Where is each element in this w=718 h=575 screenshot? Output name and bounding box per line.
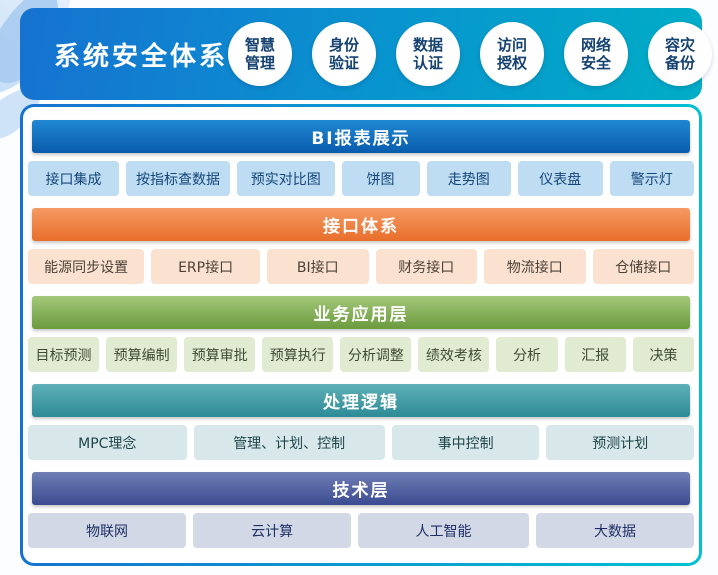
layer-item: 饼图 [341, 161, 420, 196]
badge-circle-2: 数据认证 [396, 22, 461, 86]
badge-circle-1: 身份验证 [312, 22, 377, 86]
layer-item: 物联网 [28, 513, 187, 548]
section-title: 业务应用层 [313, 305, 409, 325]
section-item-row: 接口集成按指标查数据预实对比图饼图走势图仪表盘警示灯 [28, 161, 695, 196]
header-banner: 系统安全体系 智慧管理身份验证数据认证访问授权网络安全容灾备份 [20, 8, 713, 100]
layer-item: 走势图 [426, 161, 512, 196]
section-item-row: MPC理念管理、计划、控制事中控制预测计划 [28, 425, 694, 460]
badge-circle-3: 访问授权 [480, 22, 545, 86]
content-card-border: BI报表展示接口集成按指标查数据预实对比图饼图走势图仪表盘警示灯接口体系能源同步… [20, 104, 702, 566]
layer-item: 大数据 [535, 513, 695, 548]
badge-circle-5: 容灾备份 [648, 22, 713, 86]
layer-item: 决策 [632, 337, 695, 372]
section-item-row: 目标预测预算编制预算审批预算执行分析调整绩效考核分析汇报决策 [28, 337, 695, 372]
section-title: 处理逻辑 [323, 393, 399, 413]
layer-item: 云计算 [193, 513, 352, 548]
layer-section-4: 技术层物联网云计算人工智能大数据 [28, 472, 695, 548]
section-header-bar: BI报表展示 [32, 120, 690, 153]
layer-item: 预测计划 [546, 425, 694, 460]
layer-section-3: 处理逻辑 MPC理念管理、计划、控制事中控制预测计划 [28, 384, 694, 460]
section-title: 接口体系 [323, 217, 399, 237]
layer-item: ERP接口 [151, 249, 260, 284]
layer-item: 警示灯 [609, 161, 695, 196]
badge-line2: 管理 [245, 54, 276, 72]
layer-item: 汇报 [564, 337, 626, 372]
layer-item: 接口集成 [28, 161, 119, 196]
layer-item: 目标预测 [28, 337, 100, 372]
page-title: 系统安全体系 [54, 41, 229, 72]
badge-line1: 智慧 [245, 36, 276, 54]
layer-item: 分析调整 [340, 337, 412, 372]
badge-circle-4: 网络安全 [564, 22, 629, 86]
badge-line2: 安全 [581, 54, 612, 72]
layer-item: 按指标查数据 [126, 161, 231, 196]
layer-item: 人工智能 [358, 513, 529, 548]
layer-item: 预算执行 [262, 337, 334, 372]
section-header-bar: 技术层 [32, 472, 690, 505]
layer-item: MPC理念 [28, 425, 187, 460]
badge-line2: 认证 [413, 54, 444, 72]
section-title: BI报表展示 [311, 129, 411, 149]
badge-line2: 验证 [329, 54, 360, 72]
section-item-row: 物联网云计算人工智能大数据 [28, 513, 695, 548]
badge-line2: 授权 [497, 54, 528, 72]
section-header-bar: 处理逻辑 [32, 384, 690, 417]
badge-line1: 网络 [581, 36, 612, 54]
badge-line2: 备份 [665, 54, 696, 72]
badge-line1: 访问 [497, 36, 528, 54]
badge-line1: 数据 [413, 36, 444, 54]
layer-item: 管理、计划、控制 [193, 425, 385, 460]
badge-line1: 身份 [329, 36, 360, 54]
layer-item: BI接口 [267, 249, 369, 284]
content-card: BI报表展示接口集成按指标查数据预实对比图饼图走势图仪表盘警示灯接口体系能源同步… [23, 107, 699, 563]
layer-item: 财务接口 [375, 249, 477, 284]
layer-item: 预实对比图 [237, 161, 335, 196]
badge-group: 智慧管理身份验证数据认证访问授权网络安全容灾备份 [228, 22, 713, 86]
section-header-bar: 接口体系 [32, 208, 690, 241]
layer-item: 预算编制 [106, 337, 178, 372]
layer-item: 仪表盘 [518, 161, 603, 196]
layer-item: 仓储接口 [592, 249, 694, 284]
layer-item: 物流接口 [484, 249, 586, 284]
badge-circle-0: 智慧管理 [228, 22, 293, 86]
badge-line1: 容灾 [665, 36, 696, 54]
layer-item: 事中控制 [391, 425, 540, 460]
layer-item: 能源同步设置 [28, 249, 145, 284]
layer-item: 分析 [496, 337, 558, 372]
section-header-bar: 业务应用层 [32, 296, 690, 329]
layer-section-0: BI报表展示接口集成按指标查数据预实对比图饼图走势图仪表盘警示灯 [28, 120, 695, 196]
layer-item: 预算审批 [184, 337, 256, 372]
section-title: 技术层 [332, 481, 390, 501]
layer-item: 绩效考核 [418, 337, 490, 372]
layer-section-2: 业务应用层目标预测预算编制预算审批预算执行分析调整绩效考核分析汇报决策 [28, 296, 695, 372]
